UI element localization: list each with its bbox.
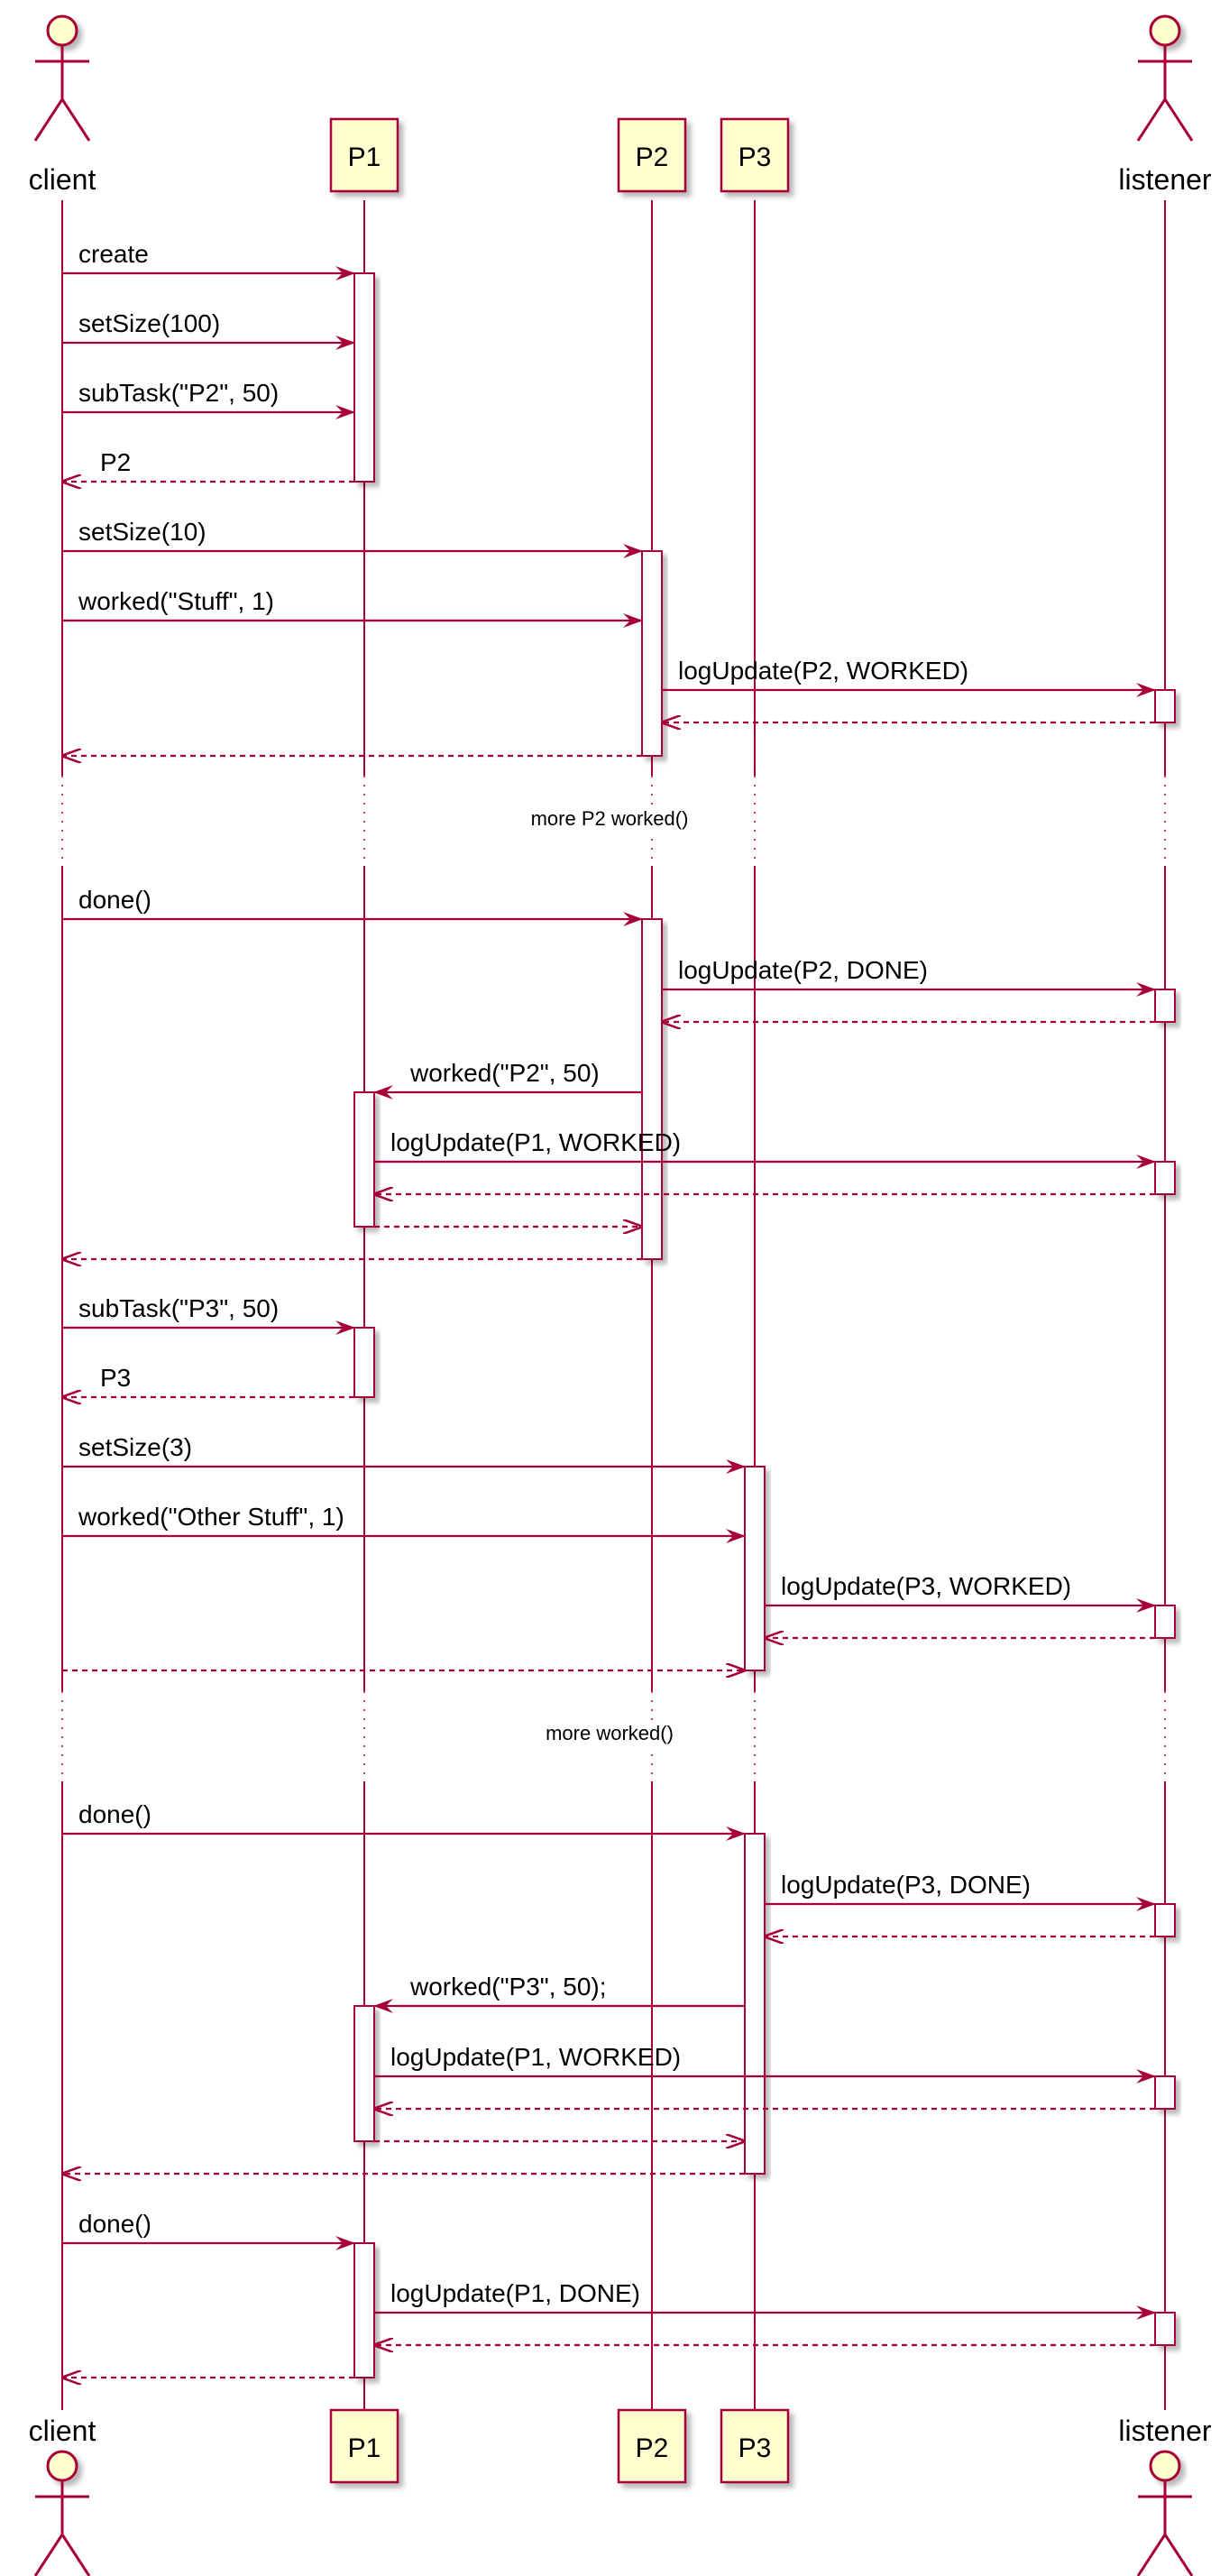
activation-bar-listener bbox=[1154, 689, 1176, 723]
participant-box-top bbox=[720, 117, 790, 193]
activation-bar-P1 bbox=[353, 1091, 375, 1228]
activation-bar-P2 bbox=[641, 550, 663, 757]
activation-bar-P3 bbox=[744, 1466, 766, 1671]
divider-backdrop bbox=[469, 805, 739, 833]
participant-box-top bbox=[617, 117, 687, 193]
actor-legs bbox=[33, 2532, 91, 2576]
actor-figure-listener-bottom bbox=[1136, 2450, 1194, 2576]
participant-box-bottom bbox=[720, 2408, 790, 2484]
activation-bar-P3 bbox=[744, 1833, 766, 2175]
activation-bar-listener bbox=[1154, 2312, 1176, 2346]
activation-bar-P1 bbox=[353, 272, 375, 483]
message-label: worked("Stuff", 1) bbox=[78, 587, 274, 615]
actor-label-bottom: client bbox=[29, 2415, 96, 2447]
message-label: worked("P2", 50) bbox=[409, 1059, 600, 1087]
divider-backdrop bbox=[469, 1720, 739, 1747]
message-label: done() bbox=[78, 1800, 151, 1828]
activation-bar-P1 bbox=[353, 2242, 375, 2378]
messages-layer: create setSize(100) subTask("P2", 50) P2 set… bbox=[62, 240, 1156, 2378]
message-label: subTask("P3", 50) bbox=[78, 1294, 279, 1322]
actor-head bbox=[46, 2450, 78, 2482]
participant-label: P1 bbox=[348, 143, 381, 172]
message-label: worked("P3", 50); bbox=[409, 1973, 607, 2001]
message-label: worked("Other Stuff", 1) bbox=[78, 1503, 344, 1531]
participant-label: P2 bbox=[636, 2433, 669, 2463]
message-label: logUpdate(P2, DONE) bbox=[678, 956, 928, 984]
activation-bar-P1 bbox=[353, 1327, 375, 1398]
message-label: P3 bbox=[100, 1364, 131, 1392]
participant-label: P3 bbox=[738, 2433, 772, 2463]
message-label: subTask("P2", 50) bbox=[78, 379, 279, 407]
participant-label: P2 bbox=[636, 143, 669, 172]
activation-bar-listener bbox=[1154, 1161, 1176, 1195]
actor-legs bbox=[33, 97, 91, 142]
actor-head bbox=[1149, 2450, 1181, 2482]
message-label: done() bbox=[78, 886, 151, 914]
activation-bar-listener bbox=[1154, 2075, 1176, 2110]
participant-label: P3 bbox=[738, 143, 772, 172]
actor-head bbox=[1149, 14, 1181, 47]
activation-bar-P2 bbox=[641, 918, 663, 1260]
participant-box-bottom bbox=[329, 2408, 399, 2484]
message-label: logUpdate(P1, DONE) bbox=[390, 2279, 640, 2307]
participant-label: P1 bbox=[348, 2433, 381, 2463]
message-label: logUpdate(P1, WORKED) bbox=[390, 1128, 681, 1156]
actor-legs bbox=[1136, 97, 1194, 142]
actor-head bbox=[46, 14, 78, 47]
message-label: logUpdate(P2, WORKED) bbox=[678, 657, 968, 685]
activation-bar-listener bbox=[1154, 1903, 1176, 1937]
actor-label-top: client bbox=[29, 163, 96, 196]
participant-box-top bbox=[329, 117, 399, 193]
message-label: setSize(3) bbox=[78, 1433, 192, 1461]
activation-bar-listener bbox=[1154, 989, 1176, 1023]
activation-bar-P1 bbox=[353, 2005, 375, 2142]
participant-box-bottom bbox=[617, 2408, 687, 2484]
message-label: create bbox=[78, 240, 149, 268]
activation-bar-listener bbox=[1154, 1605, 1176, 1639]
dividers-layer: more P2 worked() more worked() bbox=[469, 805, 739, 1747]
actor-label-bottom: listener bbox=[1118, 2415, 1212, 2447]
message-label: logUpdate(P3, DONE) bbox=[781, 1871, 1031, 1899]
actor-figure-listener-top bbox=[1136, 14, 1194, 142]
message-label: setSize(10) bbox=[78, 518, 206, 546]
divider-label: more P2 worked() bbox=[531, 807, 689, 830]
activations-layer bbox=[353, 272, 1176, 2378]
actor-figure-client-top bbox=[33, 14, 91, 142]
message-label: setSize(100) bbox=[78, 309, 220, 337]
actor-label-top: listener bbox=[1118, 163, 1212, 196]
message-label: P2 bbox=[100, 448, 131, 476]
actor-legs bbox=[1136, 2532, 1194, 2576]
message-label: done() bbox=[78, 2210, 151, 2238]
message-label: logUpdate(P1, WORKED) bbox=[390, 2043, 681, 2071]
divider-label: more worked() bbox=[546, 1722, 674, 1744]
message-label: logUpdate(P3, WORKED) bbox=[781, 1572, 1071, 1600]
actor-figure-client-bottom bbox=[33, 2450, 91, 2576]
